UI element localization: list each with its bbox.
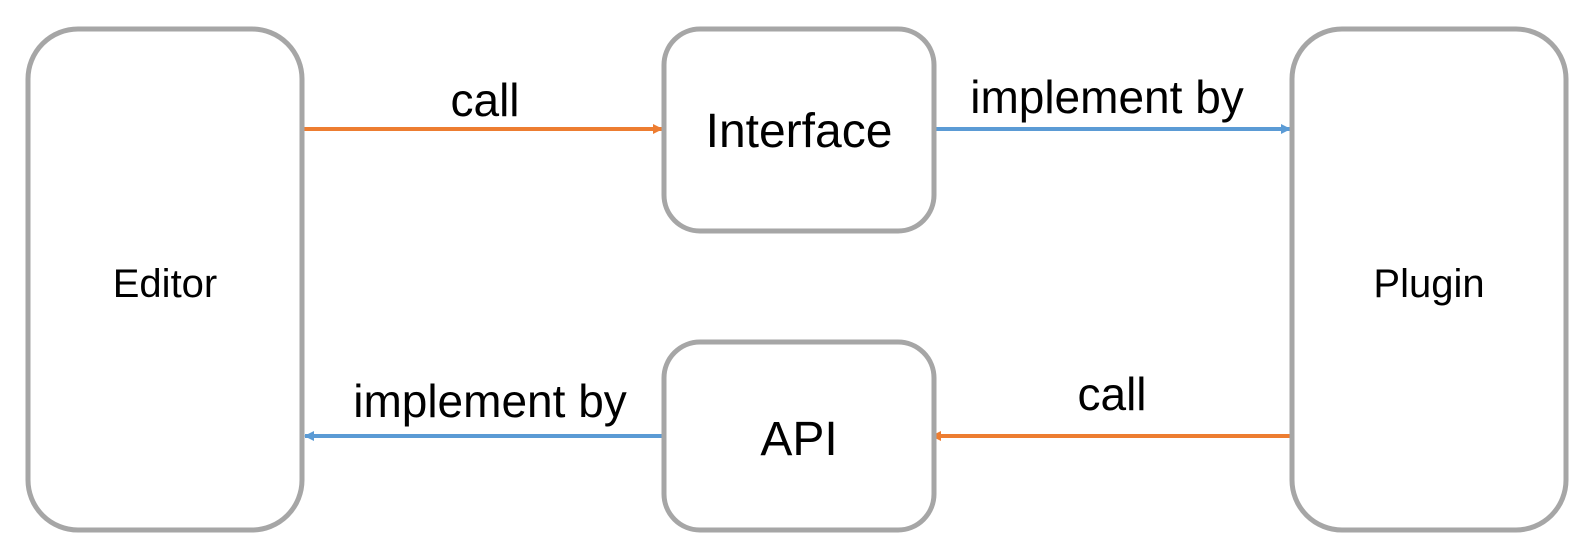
- edge-editor-to-interface: call: [300, 74, 663, 134]
- api-label: API: [760, 413, 837, 466]
- plugin-box: [1289, 26, 1569, 533]
- edge-label-implement-bottom: implement by: [353, 375, 627, 427]
- node-plugin: Plugin: [1289, 26, 1569, 533]
- edge-interface-to-plugin: implement by: [932, 71, 1291, 134]
- interface-label: Interface: [706, 105, 893, 158]
- edge-label-call-top: call: [450, 74, 519, 126]
- editor-box: [25, 26, 305, 533]
- node-editor: Editor: [25, 26, 305, 533]
- node-interface: Interface: [661, 26, 937, 234]
- edge-label-implement-top: implement by: [970, 71, 1244, 123]
- plugin-label: Plugin: [1373, 262, 1484, 306]
- editor-label: Editor: [113, 262, 218, 306]
- edge-api-to-editor: implement by: [304, 375, 662, 441]
- edge-label-call-bottom: call: [1077, 368, 1146, 420]
- api-box: [661, 339, 937, 533]
- node-api: API: [661, 339, 937, 533]
- edge-plugin-to-api: call: [931, 368, 1292, 441]
- interface-box: [661, 26, 937, 234]
